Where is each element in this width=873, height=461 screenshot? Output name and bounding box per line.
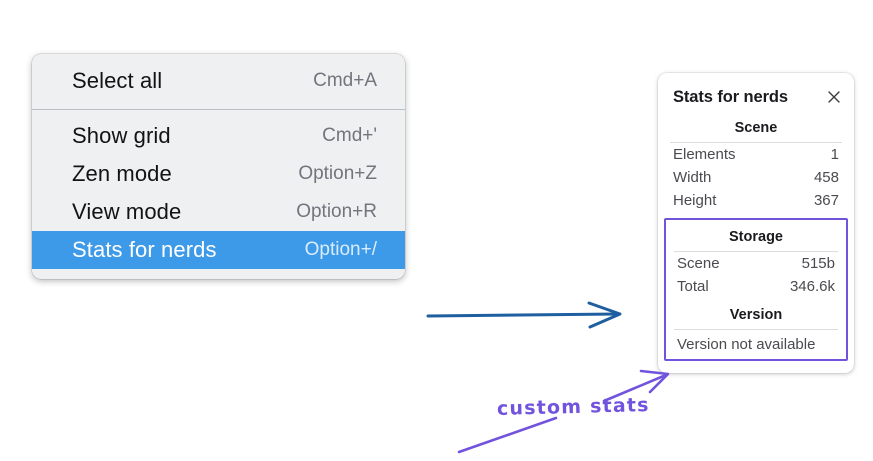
stat-row-width: Width 458 bbox=[658, 166, 854, 189]
section-title-version: Version bbox=[729, 307, 783, 323]
menu-section-2: Show grid Cmd+' Zen mode Option+Z View m… bbox=[32, 116, 405, 270]
menu-item-shortcut: Option+Z bbox=[298, 163, 377, 184]
stat-row-elements: Elements 1 bbox=[658, 143, 854, 166]
stat-key: Height bbox=[673, 192, 717, 209]
purple-underline-stroke bbox=[457, 416, 558, 454]
menu-item-view-mode[interactable]: View mode Option+R bbox=[32, 193, 405, 231]
stat-value: 1 bbox=[830, 146, 839, 163]
stat-row-storage-total: Total 346.6k bbox=[666, 275, 846, 298]
stats-for-nerds-panel: Stats for nerds Scene Elements 1 Width 4… bbox=[658, 73, 854, 373]
stat-value: 515b bbox=[801, 255, 835, 272]
menu-separator bbox=[32, 109, 405, 110]
menu-item-shortcut: Cmd+' bbox=[322, 125, 377, 146]
menu-item-stats-for-nerds[interactable]: Stats for nerds Option+/ bbox=[32, 231, 405, 269]
context-menu[interactable]: Select all Cmd+A Show grid Cmd+' Zen mod… bbox=[32, 54, 405, 279]
stat-value: 458 bbox=[813, 169, 839, 186]
stat-key: Elements bbox=[673, 146, 736, 163]
close-icon[interactable] bbox=[826, 89, 842, 105]
panel-title: Stats for nerds bbox=[673, 87, 788, 106]
blue-arrow-icon bbox=[426, 301, 622, 329]
annotation-label-custom-stats: custom stats bbox=[496, 394, 650, 420]
custom-stats-highlight-box: Storage Scene 515b Total 346.6k Version … bbox=[664, 218, 848, 361]
section-title-storage: Storage bbox=[729, 229, 783, 245]
menu-item-label: Stats for nerds bbox=[72, 237, 217, 262]
menu-item-select-all[interactable]: Select all Cmd+A bbox=[32, 62, 405, 100]
version-text: Version not available bbox=[677, 336, 816, 353]
menu-item-label: View mode bbox=[72, 199, 182, 224]
menu-item-shortcut: Option+/ bbox=[304, 239, 377, 260]
menu-item-label: Select all bbox=[72, 68, 163, 93]
menu-section-1: Select all Cmd+A bbox=[32, 61, 405, 101]
section-rule bbox=[670, 142, 842, 143]
menu-item-shortcut: Cmd+A bbox=[313, 70, 377, 91]
stat-row-height: Height 367 bbox=[658, 189, 854, 212]
menu-item-show-grid[interactable]: Show grid Cmd+' bbox=[32, 117, 405, 155]
menu-item-label: Zen mode bbox=[72, 161, 172, 186]
stat-row-storage-scene: Scene 515b bbox=[666, 252, 846, 275]
stat-value: 367 bbox=[813, 192, 839, 209]
panel-header: Stats for nerds bbox=[658, 83, 854, 111]
stat-key: Total bbox=[677, 278, 709, 295]
stat-value: 346.6k bbox=[789, 278, 835, 295]
stat-key: Width bbox=[673, 169, 712, 186]
stat-key: Scene bbox=[677, 255, 720, 272]
menu-item-shortcut: Option+R bbox=[296, 201, 377, 222]
section-rule bbox=[674, 251, 838, 252]
menu-item-zen-mode[interactable]: Zen mode Option+Z bbox=[32, 155, 405, 193]
menu-item-label: Show grid bbox=[72, 123, 171, 148]
section-rule bbox=[674, 329, 838, 330]
section-title-scene: Scene bbox=[734, 120, 778, 136]
